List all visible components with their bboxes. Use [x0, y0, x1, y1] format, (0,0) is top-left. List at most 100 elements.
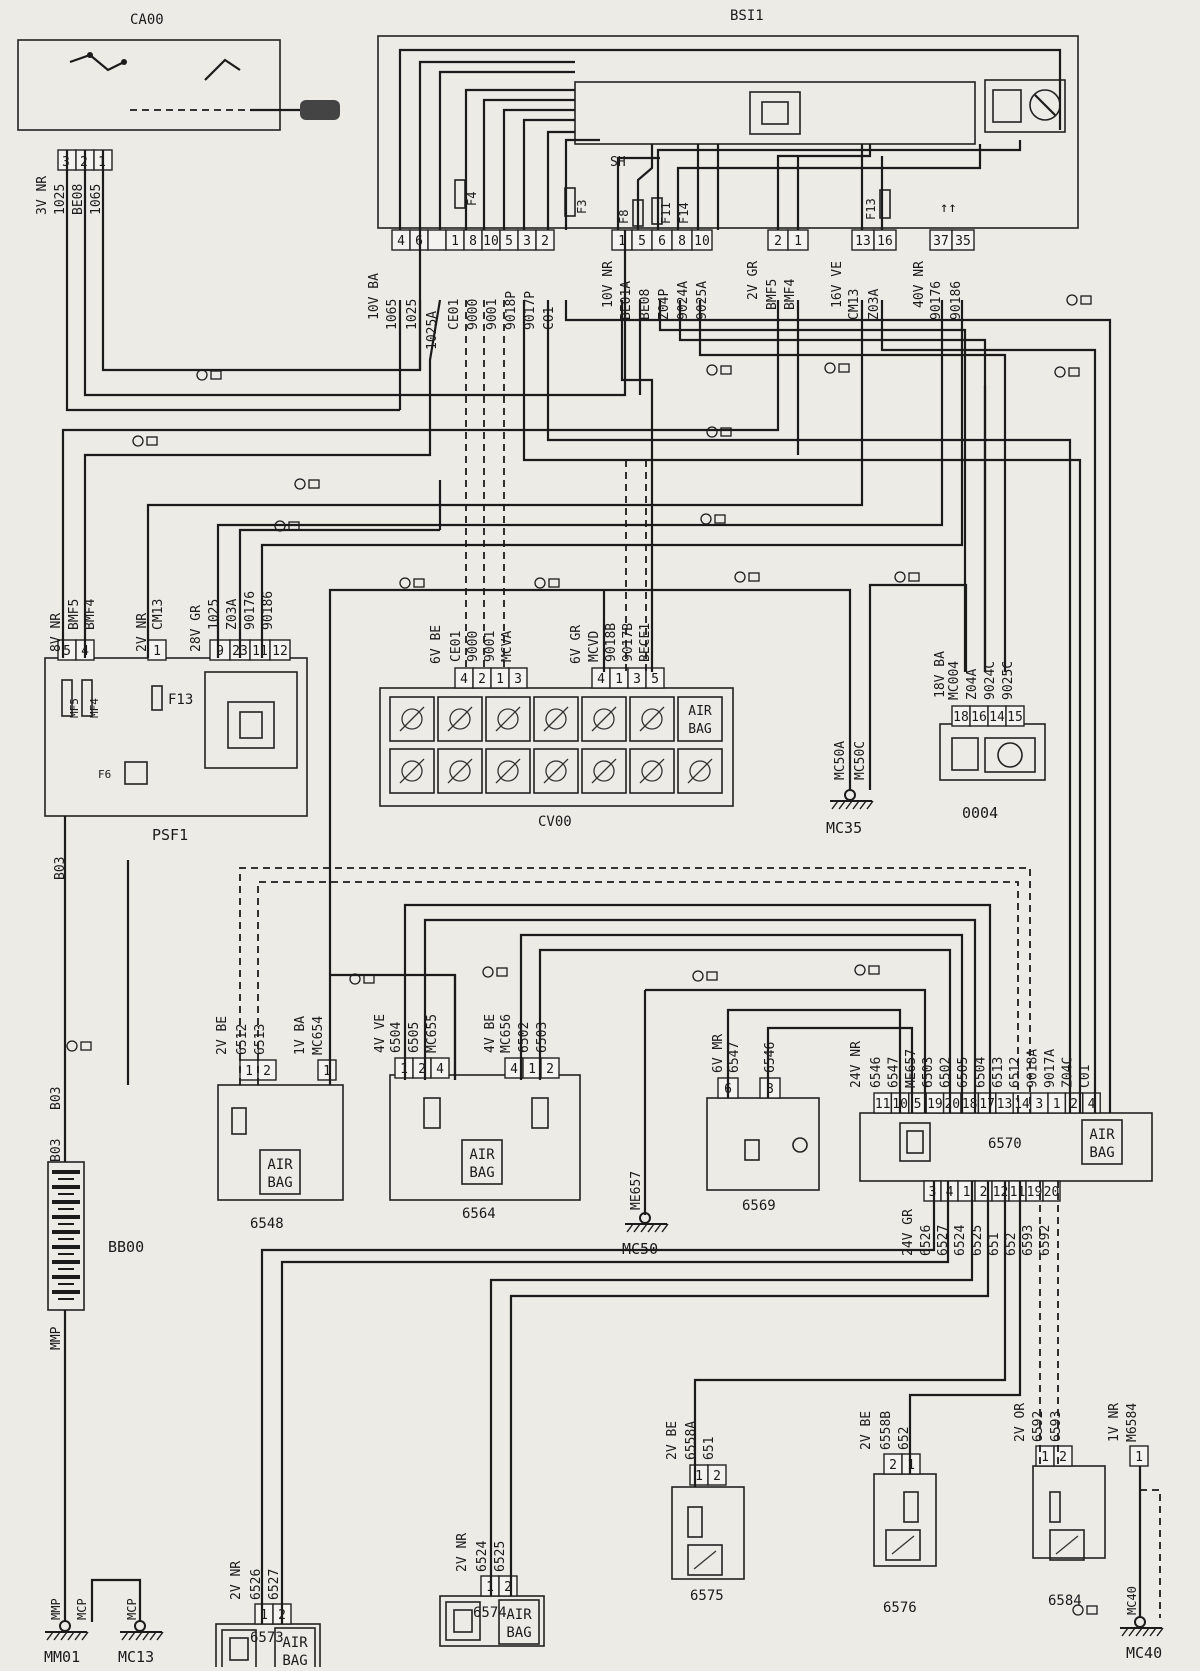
chip-icon: [445, 1601, 481, 1641]
ground-icon: [677, 748, 723, 794]
conn-label: 2V GR: [746, 261, 761, 300]
c6575-pin: 2: [713, 1469, 721, 1484]
wire-label: 652: [897, 1427, 912, 1450]
ground-marker-icon: [210, 370, 222, 380]
c6576-box: [873, 1473, 937, 1567]
ground-hatch: [1135, 1627, 1143, 1637]
wire-label: 9017P: [523, 291, 538, 330]
wire-label: MC50C: [853, 741, 868, 780]
ground-hatch: [838, 800, 846, 810]
seatbelt-icon: [687, 1544, 723, 1576]
c6584-pin: 1: [1041, 1450, 1049, 1465]
wiper-icon-glyph: [401, 760, 423, 782]
wire-label: 652: [1004, 1233, 1019, 1256]
wire-label: 6505: [956, 1057, 971, 1088]
fuse-label: MF4: [88, 698, 101, 718]
wire-label: MC655: [425, 1014, 440, 1053]
c6564b-pin: 2: [546, 1062, 554, 1077]
ground-label: MC13: [118, 1648, 154, 1666]
bsi1-module: [574, 81, 976, 145]
instrument-cluster-icon: [951, 737, 1036, 773]
cv-b-pin: 5: [651, 672, 659, 687]
airbag-text: AIR: [267, 1157, 293, 1173]
ground-marker-icon: [838, 363, 850, 373]
ground-marker-icon: [482, 966, 494, 978]
airbag-text: BAG: [688, 722, 712, 737]
c6548-box: [217, 1084, 344, 1201]
wiring-harness: [61, 48, 1161, 1624]
ground-marker-icon: [824, 362, 836, 374]
wire-label: 9001: [485, 299, 500, 330]
conn-label: 6V MR: [711, 1034, 726, 1073]
c6570a-pin: 19: [927, 1097, 943, 1112]
audio-icon-glyph: [497, 760, 519, 782]
airbag-text: AIR: [282, 1635, 308, 1651]
conn-label: 2V BE: [859, 1411, 874, 1450]
pretensioner-icon: [903, 1491, 919, 1523]
cv-b-pin: 4: [597, 672, 605, 687]
c6570a-pin: 1: [1053, 1097, 1061, 1112]
ground-hatch: [654, 1223, 662, 1233]
wire-label: C01: [1078, 1065, 1093, 1088]
wire-label: BE08: [71, 184, 86, 215]
ground-hatch: [149, 1631, 157, 1641]
fuse-label: F8: [617, 210, 631, 224]
wire-label: MCVD: [587, 631, 602, 662]
c6570-label: 6570: [988, 1136, 1022, 1152]
c6570a-pin: 11: [875, 1097, 891, 1112]
ground-marker-icon: [706, 426, 718, 438]
ground-hatch: [1142, 1627, 1150, 1637]
wire-label: MMP: [49, 1598, 63, 1620]
c6570a-pin: 4: [1088, 1097, 1096, 1112]
cv-a-pin: 1: [496, 672, 504, 687]
c6570b-pin: 3: [929, 1185, 937, 1200]
fuse-label: F14: [677, 202, 691, 224]
ground-marker-icon: [80, 1041, 92, 1051]
squib-icon: [531, 1097, 549, 1129]
ground-label: MM01: [44, 1648, 80, 1666]
front-fog-icon: [629, 696, 675, 742]
wire-label: 9018B: [604, 623, 619, 662]
ground-marker-icon: [413, 578, 425, 588]
airbag-icon: [498, 1599, 540, 1645]
bsi-a-pin: 1: [451, 234, 459, 249]
c6570a-pin: 5: [914, 1097, 922, 1112]
bb00-box: [47, 1161, 85, 1311]
c6564a-cell: [430, 1057, 450, 1079]
rear-wiper-icon: [437, 748, 483, 794]
bsi-d-pin: 16: [877, 234, 893, 249]
conn-label: 2V NR: [229, 1561, 244, 1600]
conn-label: 2V OR: [1013, 1403, 1028, 1442]
wire-label: 6504: [389, 1022, 404, 1053]
chip-icon: [749, 91, 801, 135]
c6564a-pin: 4: [436, 1062, 444, 1077]
turn-signal-icon: [533, 696, 579, 742]
conn-label: 8V NR: [49, 613, 64, 652]
conn-label: 1V NR: [1107, 1403, 1122, 1442]
wire-label: B03: [49, 1087, 64, 1110]
bsi-b-pin: 8: [678, 234, 686, 249]
wire-label: 9000: [466, 299, 481, 330]
wire-label: 6502: [517, 1022, 532, 1053]
c6576-pin: 2: [889, 1458, 897, 1473]
ground-hatch: [142, 1631, 150, 1641]
bsi-a-cell: [427, 229, 447, 251]
ground-marker-icon: [1072, 1604, 1084, 1616]
conn-label: 2V BE: [215, 1016, 230, 1055]
wire-label: CM13: [847, 289, 862, 320]
wire-label: 6546: [763, 1042, 778, 1073]
psf-c-cell: [269, 639, 291, 661]
airbag-text: AIR: [688, 704, 712, 719]
ground-icon-glyph: [689, 760, 711, 782]
key-icon-glyph: [591, 758, 617, 784]
front-fog-icon-glyph: [639, 706, 665, 732]
